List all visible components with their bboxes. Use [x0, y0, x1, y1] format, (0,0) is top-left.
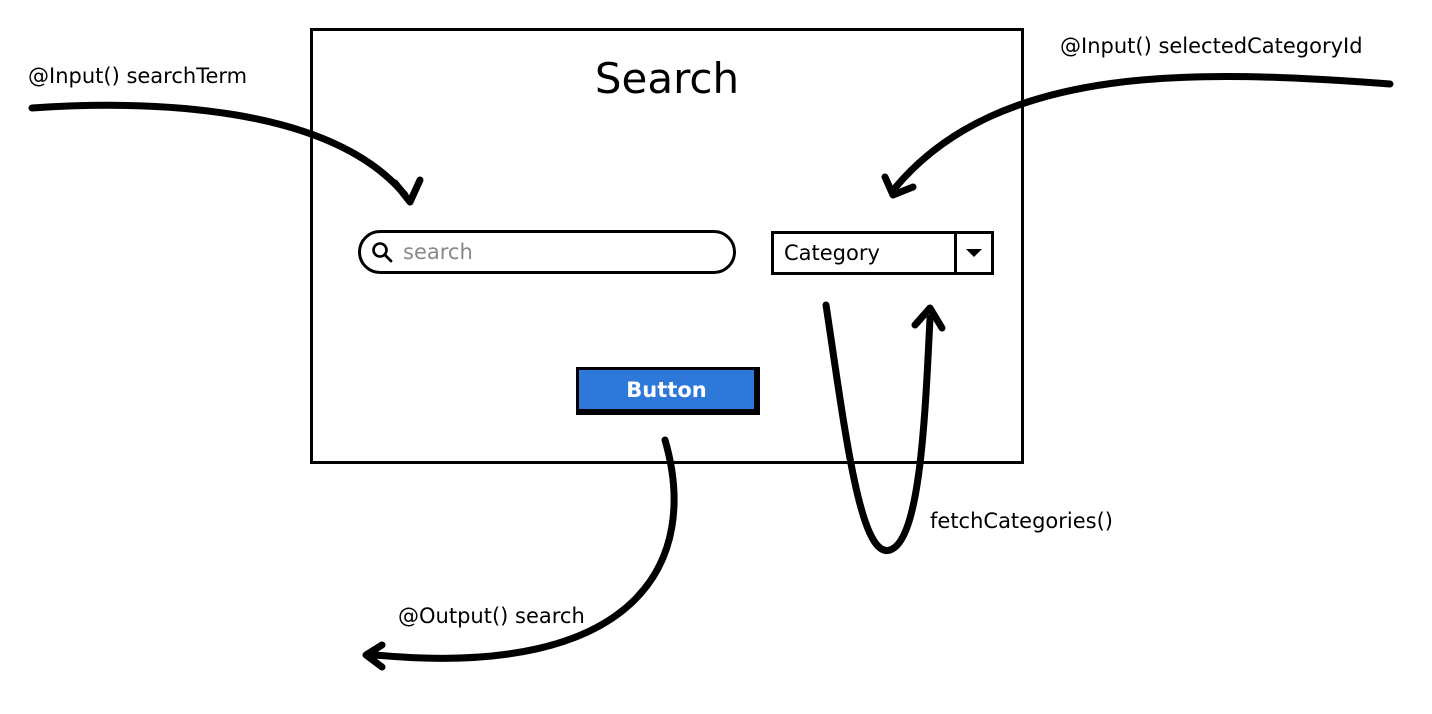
fetch-categories-loop: [822, 301, 934, 554]
dropdown-toggle[interactable]: [954, 234, 991, 272]
fetch-categories-arrowhead: [911, 304, 946, 332]
fetch-categories-label: fetchCategories(): [930, 509, 1113, 533]
search-output-arrow: [371, 436, 678, 662]
search-term-arrow: [28, 101, 409, 199]
selected-category-arrowhead: [881, 173, 917, 199]
selected-category-input-label: @Input() selectedCategoryId: [1060, 34, 1363, 58]
search-term-arrowhead: [391, 176, 424, 206]
search-placeholder: search: [403, 240, 473, 264]
category-select[interactable]: Category: [771, 231, 994, 275]
selected-category-arrow: [891, 72, 1394, 192]
search-output-label: @Output() search: [398, 604, 585, 628]
search-input[interactable]: search: [358, 230, 736, 274]
search-button[interactable]: Button: [576, 367, 760, 415]
category-select-value: Category: [784, 241, 880, 265]
caret-down-icon: [966, 249, 982, 257]
search-term-input-label: @Input() searchTerm: [28, 64, 248, 88]
component-title: Search: [594, 54, 740, 103]
search-output-arrowhead: [362, 641, 386, 671]
search-icon: [371, 241, 393, 263]
search-component-frame: [310, 28, 1024, 464]
